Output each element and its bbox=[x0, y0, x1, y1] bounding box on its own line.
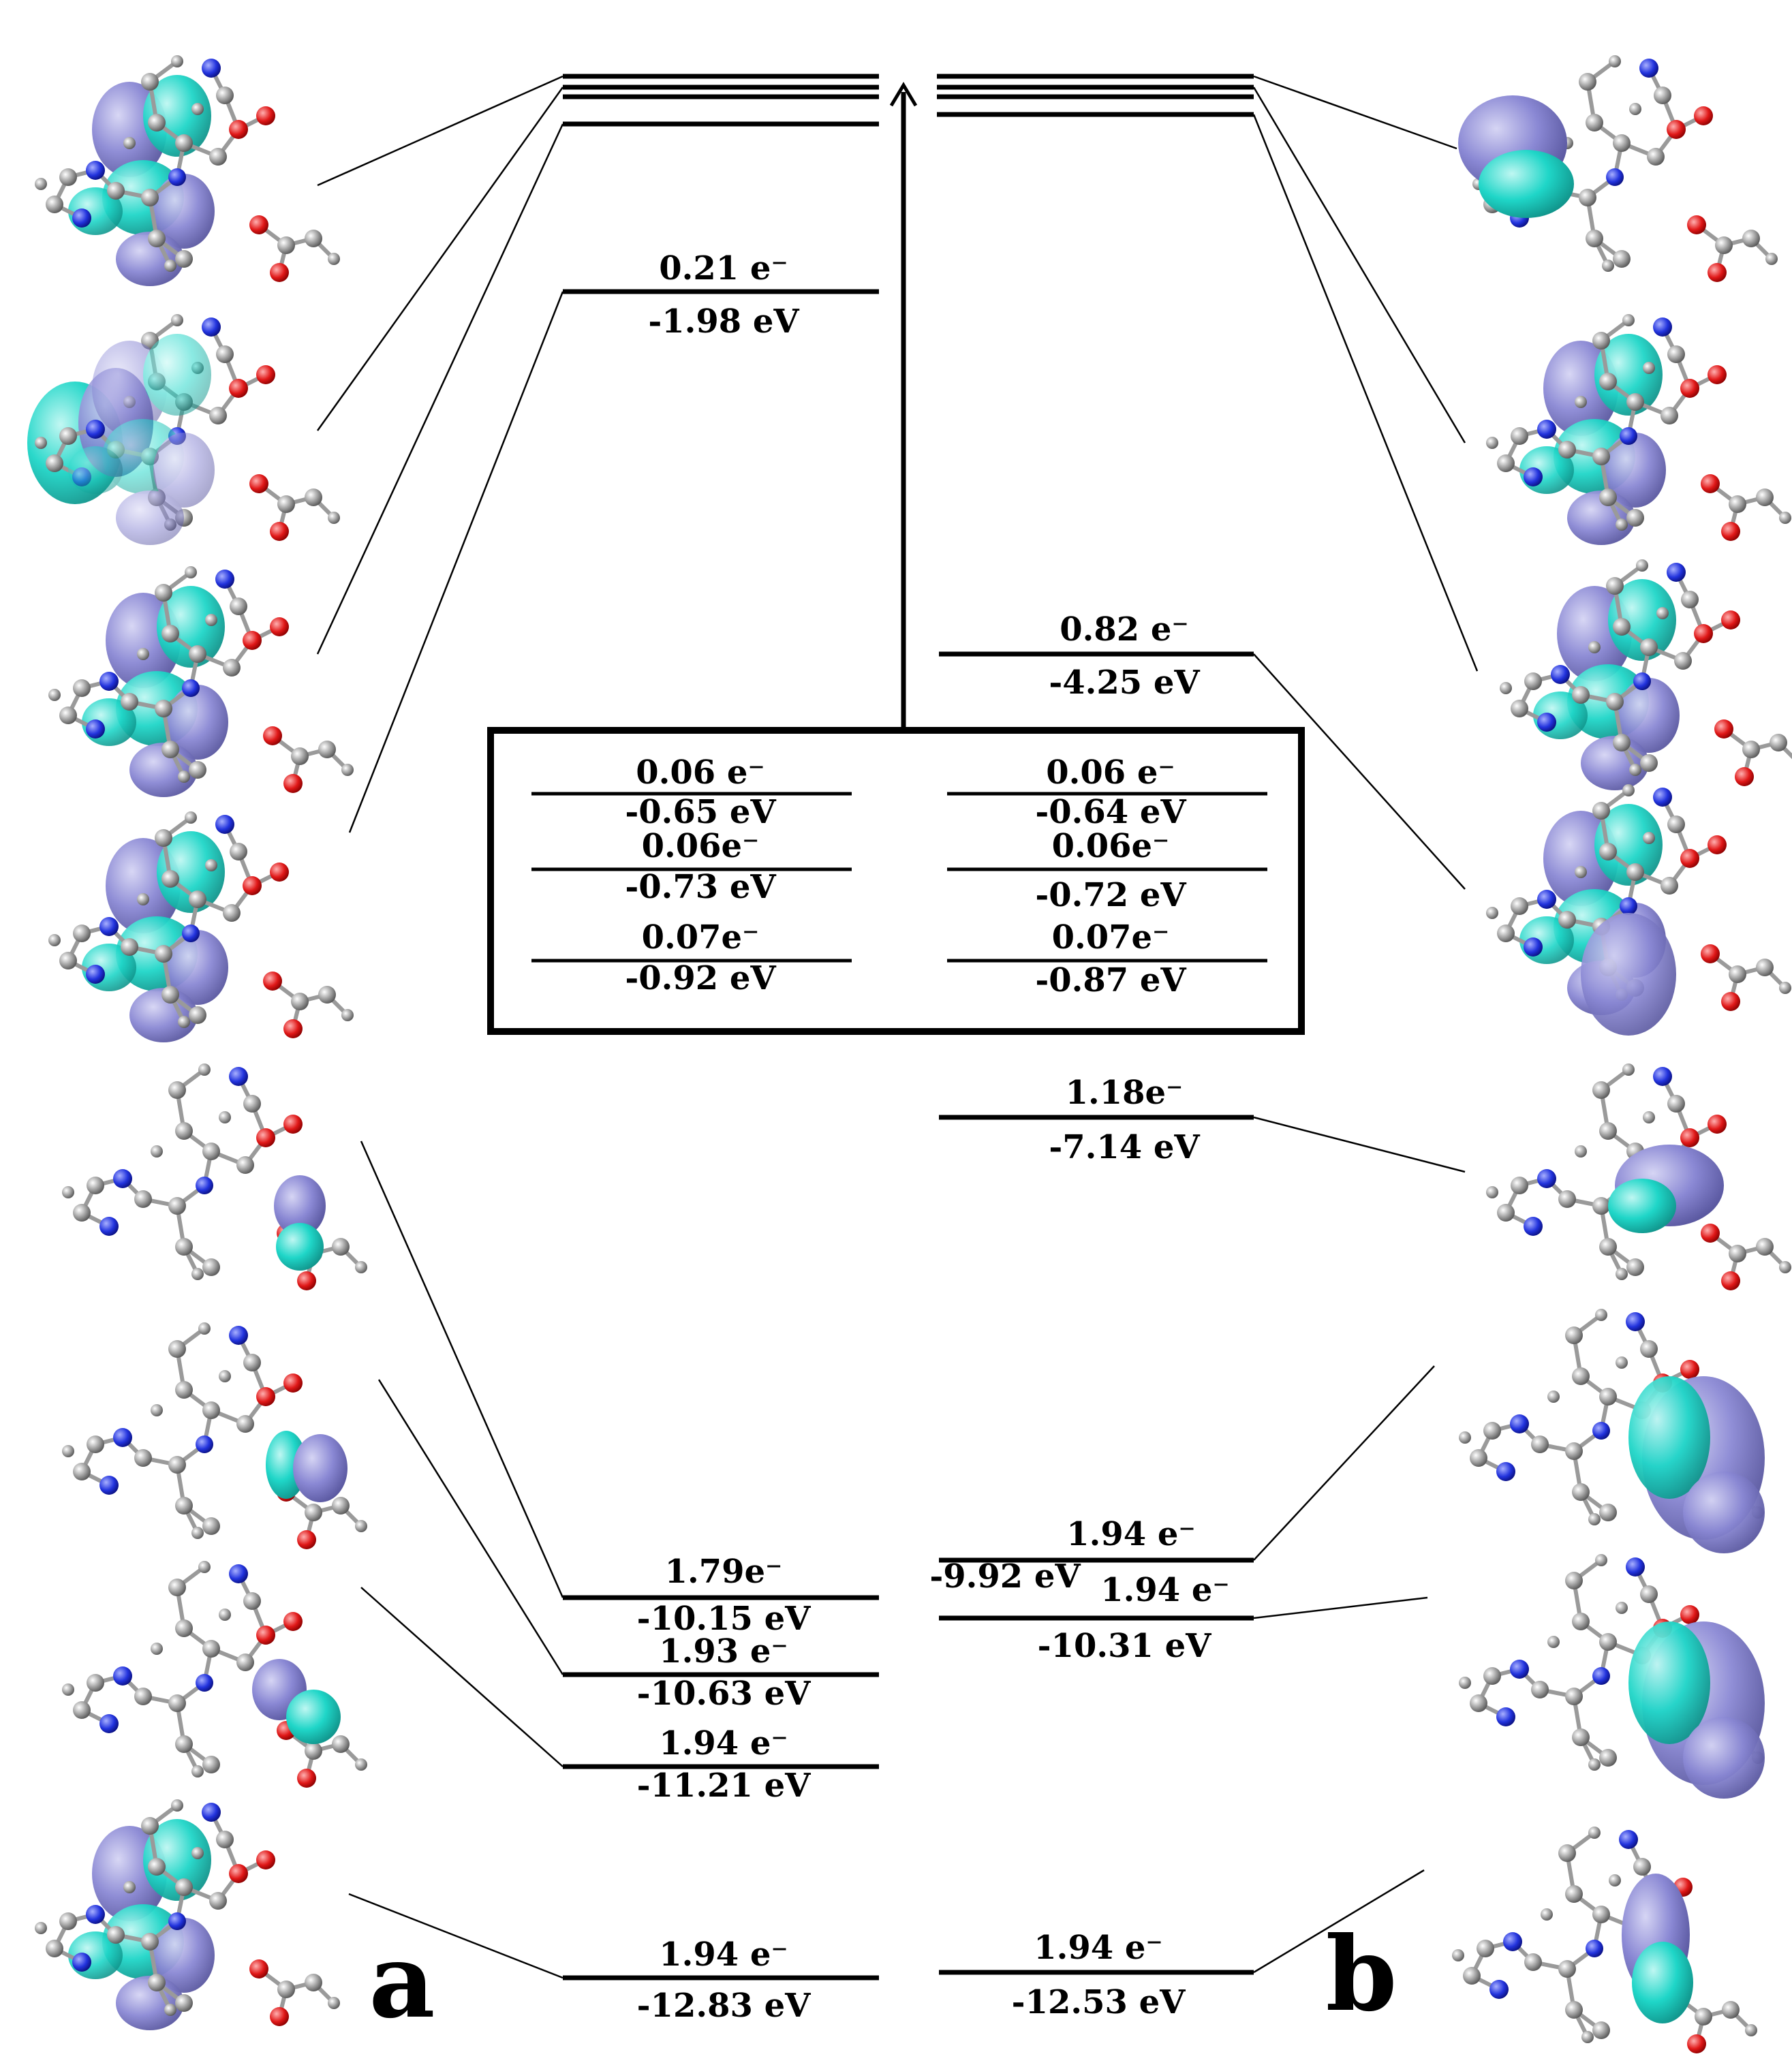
inset-left-energy-1: -0.65 eV bbox=[625, 793, 776, 831]
inset-left-occ-3: 0.07e⁻ bbox=[642, 918, 760, 957]
molecule-b7 bbox=[1459, 1554, 1765, 1799]
inset-box bbox=[487, 727, 1305, 1035]
inset-left-energy-2: -0.73 eV bbox=[625, 868, 776, 906]
molecule-a7 bbox=[62, 1561, 367, 1788]
inset-right-energy-1: -0.64 eV bbox=[1035, 793, 1186, 831]
molecule-a4 bbox=[48, 811, 354, 1042]
b-occ-4: 1.94 e⁻ bbox=[1100, 1571, 1230, 1609]
b-occ-3: 1.94 e⁻ bbox=[1066, 1515, 1196, 1553]
a-occ-2: 1.79e⁻ bbox=[665, 1553, 783, 1591]
inset-levels bbox=[531, 792, 1267, 963]
molecule-a1 bbox=[35, 55, 340, 286]
connectors-a bbox=[316, 75, 564, 1979]
molecule-b6 bbox=[1459, 1309, 1765, 1553]
a-occ-4: 1.94 e⁻ bbox=[659, 1724, 788, 1763]
molecule-b4 bbox=[1486, 784, 1791, 1036]
a-energy-4: -11.21 eV bbox=[637, 1767, 811, 1805]
inset-right-occ-3: 0.07e⁻ bbox=[1052, 918, 1170, 957]
inset-left-energy-3: -0.92 eV bbox=[625, 959, 776, 997]
inset-left-occ-1: 0.06 e⁻ bbox=[636, 754, 765, 792]
a-occ-3: 1.93 e⁻ bbox=[659, 1632, 788, 1671]
levels-a bbox=[563, 289, 879, 1981]
b-energy-1: -4.25 eV bbox=[1049, 664, 1200, 702]
panel-label-a: a bbox=[369, 1921, 435, 2041]
b-energy-4: -10.31 eV bbox=[1038, 1627, 1211, 1665]
b-energy-3: -9.92 eV bbox=[929, 1557, 1081, 1596]
inset-right-occ-1: 0.06 e⁻ bbox=[1046, 754, 1175, 792]
molecule-b5 bbox=[1486, 1063, 1791, 1290]
a-occ-1: 0.21 e⁻ bbox=[659, 249, 788, 288]
molecule-b3 bbox=[1500, 559, 1792, 790]
molecule-a3 bbox=[48, 566, 354, 797]
inset-right-occ-2: 0.06e⁻ bbox=[1052, 827, 1170, 865]
inset-left-occ-2: 0.06e⁻ bbox=[642, 827, 760, 865]
connectors-b bbox=[1252, 75, 1479, 1974]
molecule-a2 bbox=[27, 314, 340, 545]
molecule-a6 bbox=[62, 1322, 367, 1549]
levels-b bbox=[939, 651, 1254, 1975]
molecule-b2 bbox=[1486, 314, 1791, 545]
a-energy-1: -1.98 eV bbox=[648, 302, 799, 341]
a-energy-5: -12.83 eV bbox=[637, 1987, 811, 2025]
molecule-a8 bbox=[35, 1799, 340, 2030]
inset-right-energy-3: -0.87 eV bbox=[1035, 961, 1186, 999]
a-energy-2: -10.15 eV bbox=[637, 1600, 811, 1638]
panel-label-b: b bbox=[1326, 1914, 1397, 2034]
b-occ-2: 1.18e⁻ bbox=[1066, 1074, 1184, 1112]
energy-arrow bbox=[889, 82, 918, 729]
molecule-a5 bbox=[62, 1063, 367, 1290]
molecule-b8 bbox=[1452, 1827, 1757, 2053]
b-energy-5: -12.53 eV bbox=[1012, 1983, 1186, 2021]
a-occ-5: 1.94 e⁻ bbox=[659, 1936, 788, 1974]
b-energy-2: -7.14 eV bbox=[1049, 1128, 1200, 1166]
upper-levels bbox=[563, 74, 1254, 127]
molecule-b1 bbox=[1458, 55, 1778, 282]
inset-right-energy-2: -0.72 eV bbox=[1035, 876, 1186, 914]
a-energy-3: -10.63 eV bbox=[637, 1675, 811, 1713]
b-occ-1: 0.82 e⁻ bbox=[1060, 610, 1189, 649]
b-occ-5: 1.94 e⁻ bbox=[1034, 1929, 1163, 1967]
